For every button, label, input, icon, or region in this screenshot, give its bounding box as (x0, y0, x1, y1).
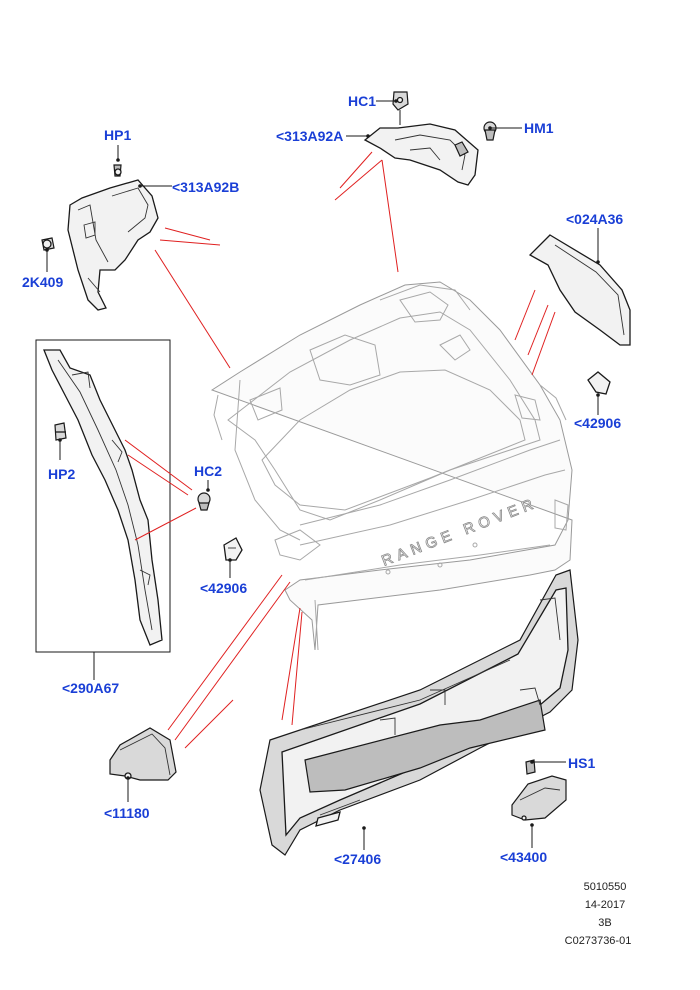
footer-line-4: C0273736-01 (565, 935, 632, 947)
hc1-clip[interactable] (392, 91, 409, 111)
part-313a92a-trim[interactable] (363, 123, 479, 186)
footer-line-2: 14-2017 (585, 899, 625, 911)
part-43400-handle[interactable] (511, 775, 567, 821)
hc2-clip[interactable] (197, 492, 211, 511)
callout-42906-right[interactable]: <42906 (574, 415, 621, 431)
drawing-reference-block: 5010550 14-2017 3B C0273736-01 (565, 881, 632, 947)
reference-lines (124, 151, 556, 749)
footer-line-1: 5010550 (584, 881, 627, 893)
tailgate-assembly: RANGE ROVER (210, 281, 573, 651)
callout-hs1[interactable]: HS1 (568, 755, 595, 771)
callout-hm1[interactable]: HM1 (524, 120, 554, 136)
part-42906-right-clip[interactable] (587, 371, 611, 395)
part-11180-bracket[interactable] (109, 727, 177, 781)
footer-line-3: 3B (598, 917, 611, 929)
part-290a67-trim[interactable] (43, 349, 163, 646)
hp2-clip[interactable] (54, 422, 67, 441)
leader-lines (45, 99, 600, 850)
callout-2k409[interactable]: 2K409 (22, 274, 63, 290)
callout-313a92a[interactable]: <313A92A (276, 128, 343, 144)
part-024a36-seal[interactable] (528, 234, 631, 346)
callout-hp2[interactable]: HP2 (48, 466, 75, 482)
part-42906-center-clip[interactable] (223, 537, 243, 561)
callout-43400[interactable]: <43400 (500, 849, 547, 865)
callout-labels: HC1 HM1 <313A92A HP1 <313A92B 2K409 <024… (22, 93, 623, 867)
callout-024a36[interactable]: <024A36 (566, 211, 623, 227)
callout-42906-center[interactable]: <42906 (200, 580, 247, 596)
hm1-screw[interactable] (483, 121, 497, 141)
callout-27406[interactable]: <27406 (334, 851, 381, 867)
hp1-clip[interactable] (113, 164, 122, 177)
callout-313a92b[interactable]: <313A92B (172, 179, 239, 195)
callout-hc1[interactable]: HC1 (348, 93, 376, 109)
callout-hc2[interactable]: HC2 (194, 463, 222, 479)
part-group-box-290a67 (35, 339, 171, 653)
2k409-fastener[interactable] (41, 237, 55, 251)
callout-11180[interactable]: <11180 (104, 805, 150, 821)
part-313a92b-trim[interactable] (67, 179, 159, 311)
callout-290a67[interactable]: <290A67 (62, 680, 119, 696)
part-27406-lower-panel[interactable] (259, 569, 579, 856)
callout-hp1[interactable]: HP1 (104, 127, 131, 143)
